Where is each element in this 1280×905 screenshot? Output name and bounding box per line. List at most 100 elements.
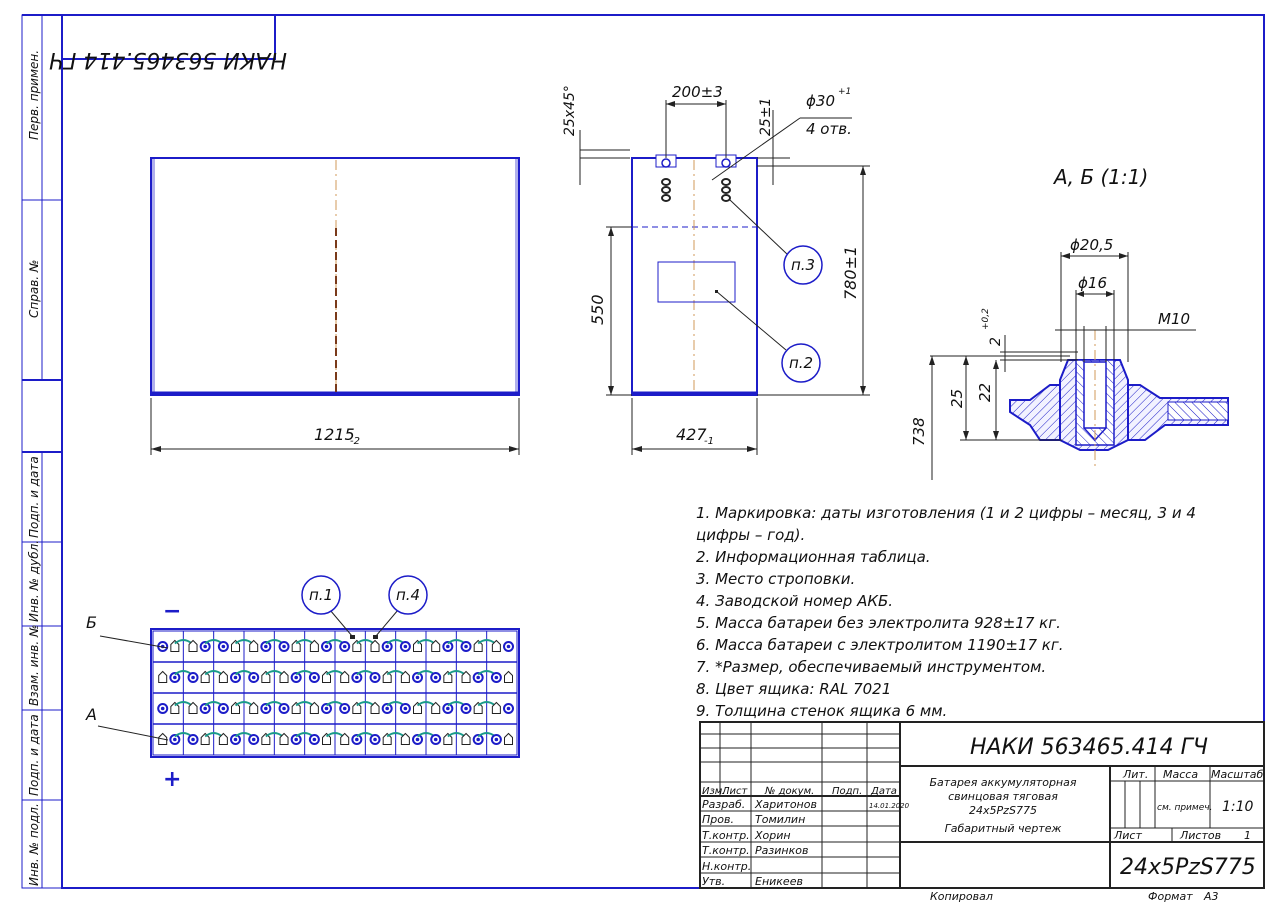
terminal-dot (312, 675, 317, 680)
note-3: 3. Место строповки. (696, 570, 855, 588)
row-name-5: Еникеев (755, 875, 803, 888)
vent-plug (491, 639, 501, 652)
row-role-5: Утв. (702, 875, 725, 888)
note-6: 6. Масса батареи с электролитом 1190±17 … (696, 636, 1064, 654)
hdr-podp: Подп. (832, 786, 862, 797)
side-dim-small: 25±1 (758, 98, 774, 136)
vent-plug (218, 670, 228, 683)
detail-thread: М10 (1158, 310, 1190, 328)
mass-value: см. примеч. (1157, 803, 1212, 813)
scale-value: 1:10 (1222, 799, 1254, 815)
sheet-frame (21, 14, 1265, 889)
terminal-dot (251, 675, 256, 680)
terminal-dot (191, 675, 195, 680)
terminal-dot (264, 644, 268, 649)
terminal-dot (385, 706, 389, 711)
detail-dia-inner: ϕ16 (1078, 274, 1107, 292)
front-dim-width-tol: -2 (350, 436, 360, 447)
title-name-2: свинцовая тяговая (948, 790, 1058, 803)
side-label-inv-dubl: Инв. № дубл. (27, 540, 41, 622)
hdr-izm: Изм. (702, 786, 726, 797)
sheets-value: 1 (1244, 829, 1251, 842)
terminal-dot (476, 675, 480, 680)
terminal-dot (173, 737, 177, 742)
side-label-vzam: Взам. инв. № (27, 625, 41, 706)
terminal-dot (173, 675, 177, 680)
vent-plug (431, 701, 441, 714)
terminal-dot (355, 675, 359, 680)
side-dim-width-tol: -1 (704, 436, 714, 447)
side-hole-tol: +1 (838, 87, 851, 97)
terminal-dot (221, 644, 226, 649)
vent-plug (431, 639, 441, 652)
terminal-dot (264, 706, 268, 711)
hdr-data: Дата (870, 786, 897, 797)
terminal-dot (191, 737, 195, 742)
mirrored-code: НАКИ 563465.414 ГЧ (49, 47, 287, 72)
sheet-label: Лист (1113, 829, 1142, 842)
side-view: 200±3 25х45° 25±1 ϕ30 +1 4 отв. 550 780±… (562, 83, 870, 455)
vent-plug (370, 701, 380, 714)
terminal-dot (403, 644, 408, 649)
vent-plug (188, 701, 198, 714)
row-role-2: Т.контр. (702, 829, 750, 842)
side-label-perv: Перв. примен. (27, 50, 41, 140)
terminal-dot (506, 706, 511, 711)
hdr-list: Лист (721, 786, 749, 797)
detail-dim-2: 2 (988, 337, 1004, 346)
vent-plug (279, 732, 289, 745)
vent-plug (309, 639, 319, 652)
designation: 24х5PzS775 (1120, 855, 1256, 880)
scale-label: Масштаб (1211, 768, 1263, 781)
callout-p1: п.1 (309, 586, 333, 604)
terminal-dot (476, 737, 480, 742)
plus-sign: + (163, 767, 181, 792)
vent-plug (340, 732, 350, 745)
front-dim-width: 1215 (314, 425, 355, 444)
detail-view: А, Б (1:1) ϕ20,5 ϕ16 М10 2 +0, (910, 165, 1229, 480)
vent-plug (249, 701, 259, 714)
terminal-dot (160, 706, 165, 711)
row-role-0: Разраб. (702, 798, 745, 811)
side-label-sprav: Справ. № (27, 260, 41, 318)
front-view: 1215 -2 (150, 157, 520, 455)
title-name-3: 24х5PzS775 (969, 804, 1037, 817)
side-dim-550: 550 (588, 294, 607, 325)
terminal-dot (494, 675, 499, 680)
terminal-dot (433, 737, 438, 742)
vent-plug (188, 639, 198, 652)
label-a: А (85, 705, 97, 724)
copied-label: Копировал (930, 890, 993, 903)
note-4: 4. Заводской номер АКБ. (696, 592, 893, 610)
terminal-dot (282, 706, 286, 711)
terminal-dot (233, 737, 238, 742)
format-value: А3 (1203, 890, 1219, 903)
terminal-dot (506, 644, 511, 649)
note-9: 9. Толщина стенок ящика 6 мм. (696, 702, 947, 720)
terminal-dot (251, 737, 256, 742)
terminal-dot (385, 644, 389, 649)
side-label-podp2: Подп. и дата (27, 714, 41, 796)
terminal-dot (282, 644, 286, 649)
note-1b: цифры – год). (696, 526, 805, 544)
vent-plug (340, 670, 350, 683)
vent-plug (249, 639, 259, 652)
top-view: Б А − + п.1 п.4 (85, 575, 520, 792)
callout-p4: п.4 (396, 586, 420, 604)
side-dim-top: 200±3 (672, 83, 723, 101)
row-role-4: Н.контр. (702, 860, 751, 873)
detail-dim-25: 25 (948, 389, 966, 408)
terminal-dot (494, 737, 499, 742)
terminal-dot (415, 675, 420, 680)
title-name-4: Габаритный чертеж (945, 822, 1062, 835)
terminal-dot (233, 675, 238, 680)
vent-plug (309, 701, 319, 714)
detail-dim-738: 738 (910, 417, 928, 446)
note-1a: 1. Маркировка: даты изготовления (1 и 2 … (696, 504, 1196, 522)
side-label-podp1: Подп. и дата (27, 456, 41, 538)
terminal-dot (294, 675, 298, 680)
detail-dim-22: 22 (976, 383, 994, 402)
terminal-dot (324, 644, 329, 649)
date-value: 14.01.2020 (869, 802, 910, 810)
side-hole-dia: ϕ30 (806, 92, 835, 110)
